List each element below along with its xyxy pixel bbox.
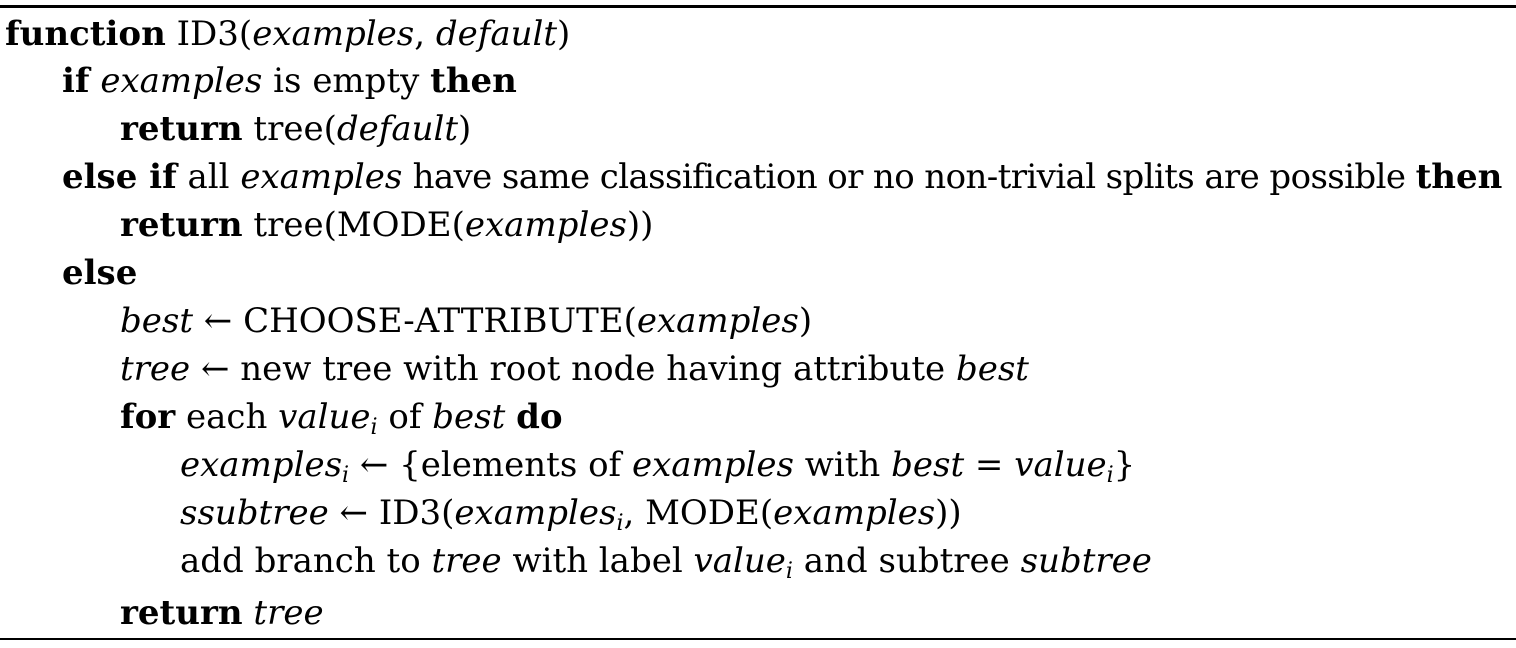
var-value: value	[1014, 445, 1107, 485]
var-examples: examples	[464, 205, 627, 245]
var-examples: examples	[631, 445, 794, 485]
var-examples: examples	[636, 301, 799, 341]
line-return-tree: return tree	[120, 593, 324, 633]
keyword-for: for	[120, 397, 176, 437]
text: }	[1113, 445, 1136, 485]
var-tree: tree	[253, 593, 324, 633]
text: =	[964, 445, 1015, 485]
var-examples: examples	[454, 493, 617, 533]
top-rule	[0, 5, 1516, 8]
function-name: ID3(	[176, 14, 253, 54]
var-examples: examples	[180, 445, 343, 485]
var-tree: tree	[431, 541, 502, 581]
keyword-do: do	[516, 397, 563, 437]
keyword-if: if	[62, 61, 90, 101]
line-if-empty: if examples is empty then	[62, 61, 517, 101]
line-ssubtree-assign: ssubtree ← ID3(examplesi, MODE(examples)…	[180, 493, 962, 536]
text: ))	[935, 493, 962, 533]
var-examples: examples	[773, 493, 936, 533]
var-default: default	[336, 109, 459, 149]
var-value: value	[693, 541, 786, 581]
keyword-then: then	[1415, 157, 1503, 197]
text: tree(	[242, 109, 337, 149]
keyword-return: return	[120, 593, 243, 633]
var-best: best	[891, 445, 965, 485]
keyword-function: function	[5, 14, 166, 54]
text: )	[458, 109, 472, 149]
subscript-i: i	[1106, 463, 1114, 488]
text: ← new tree with root node having attribu…	[190, 349, 956, 389]
line-else-if: else if all examples have same classific…	[62, 157, 1502, 197]
var-best: best	[432, 397, 506, 437]
keyword-else: else	[62, 253, 138, 293]
line-examples-i-assign: examplesi ← {elements of examples with b…	[180, 445, 1136, 488]
line-return-default: return tree(default)	[120, 109, 471, 149]
comma: ,	[414, 14, 436, 54]
var-value: value	[278, 397, 371, 437]
keyword-return: return	[120, 205, 243, 245]
keyword-else-if: else if	[62, 157, 177, 197]
text: is empty	[262, 61, 431, 101]
line-add-branch: add branch to tree with label valuei and…	[180, 541, 1152, 584]
text: add branch to	[180, 541, 432, 581]
param-default: default	[435, 14, 558, 54]
line-else: else	[62, 253, 137, 293]
line-return-mode: return tree(MODE(examples))	[120, 205, 653, 245]
text: of	[377, 397, 433, 437]
text: ← {elements of	[349, 445, 632, 485]
subscript-i: i	[342, 463, 350, 488]
keyword-return: return	[120, 109, 243, 149]
text: ))	[626, 205, 654, 245]
bottom-rule	[0, 638, 1516, 640]
text: have same classification or no non-trivi…	[402, 157, 1416, 197]
text: ← ID3(	[328, 493, 455, 533]
text: all	[176, 157, 241, 197]
text: ← CHOOSE-ATTRIBUTE(	[193, 301, 637, 341]
keyword-then: then	[430, 61, 517, 101]
subscript-i: i	[785, 559, 793, 584]
text: , MODE(	[623, 493, 774, 533]
text: tree(MODE(	[242, 205, 465, 245]
text: and subtree	[792, 541, 1021, 581]
line-best-assign: best ← CHOOSE-ATTRIBUTE(examples)	[120, 301, 812, 341]
text: )	[798, 301, 813, 341]
var-subtree: subtree	[1020, 541, 1152, 581]
subscript-i: i	[370, 415, 378, 440]
text: each	[175, 397, 279, 437]
var-best: best	[955, 349, 1029, 389]
var-ssubtree: ssubtree	[180, 493, 329, 533]
line-tree-assign: tree ← new tree with root node having at…	[120, 349, 1029, 389]
close-paren: )	[557, 14, 571, 54]
var-examples: examples	[100, 61, 263, 101]
var-tree: tree	[120, 349, 191, 389]
line-function-header: function ID3(examples, default)	[5, 14, 570, 54]
var-examples: examples	[240, 157, 403, 197]
text: with label	[501, 541, 694, 581]
text: with	[793, 445, 892, 485]
var-best: best	[120, 301, 193, 341]
line-for-each: for each valuei of best do	[120, 397, 563, 440]
subscript-i: i	[616, 511, 624, 536]
param-examples: examples	[252, 14, 415, 54]
